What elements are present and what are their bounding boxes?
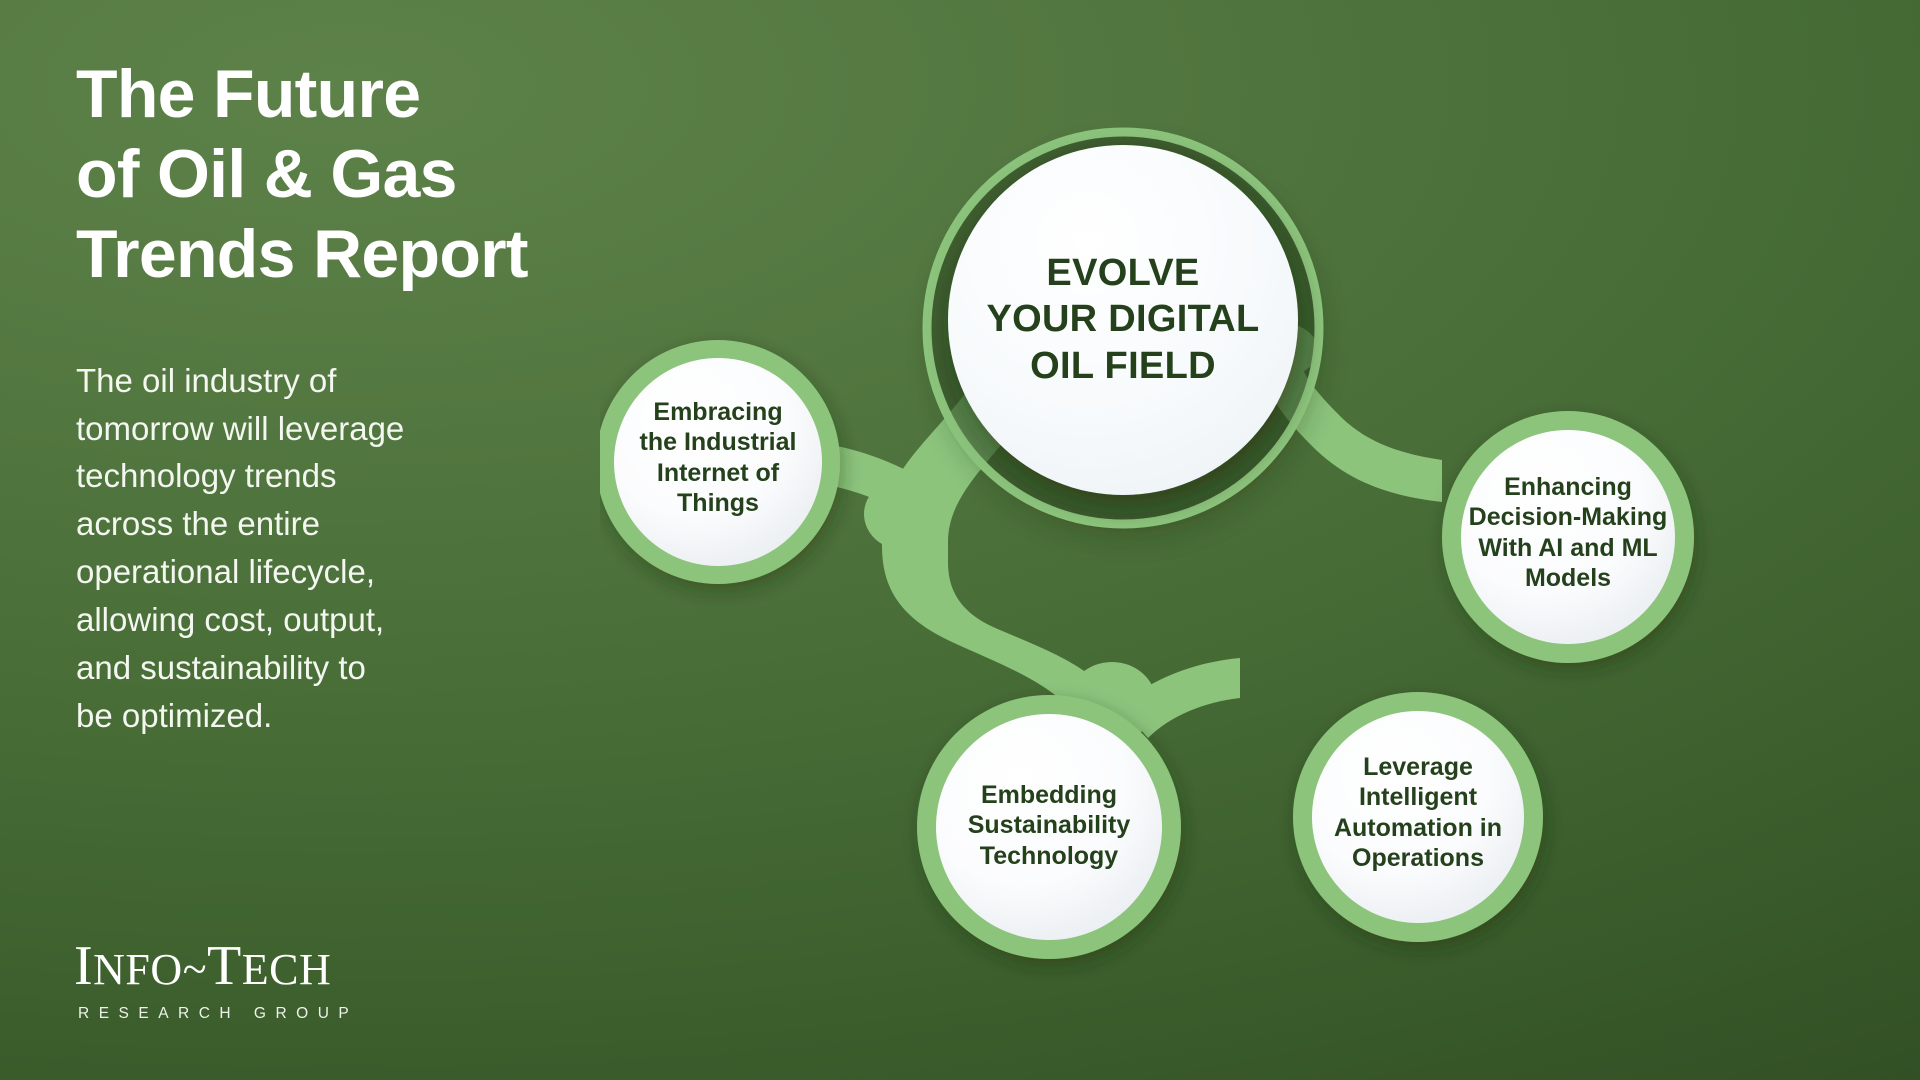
logo-letter-i: I <box>74 935 94 997</box>
iiot-circle <box>614 358 822 566</box>
logo-wordmark: INFO~TECH <box>74 938 394 994</box>
info-tech-logo: INFO~TECH RESEARCH GROUP <box>74 938 394 1023</box>
logo-tagline: RESEARCH GROUP <box>78 1005 359 1022</box>
logo-tilde: ~ <box>182 945 207 994</box>
aiml-circle <box>1461 430 1675 644</box>
center-node-outer-ring <box>922 127 1324 529</box>
satellite-node-automation[interactable] <box>1293 692 1543 942</box>
intro-paragraph: The oil industry of tomorrow will levera… <box>76 361 405 734</box>
logo-text-nfo: NFO <box>93 945 183 994</box>
diagram-container: EVOLVE YOUR DIGITAL OIL FIELD Embracing … <box>600 110 1920 1010</box>
center-node-circle <box>948 145 1298 495</box>
logo-text-ech: ECH <box>241 945 332 994</box>
satellite-node-iiot[interactable] <box>600 340 840 584</box>
automation-circle <box>1312 711 1524 923</box>
logo-letter-t: T <box>207 935 242 997</box>
connector-center-to-bottom <box>882 332 1133 810</box>
sustainability-circle <box>936 714 1162 940</box>
page-title: The Future of Oil & Gas Trends Report <box>76 56 529 293</box>
fillet-junction-left <box>864 478 944 550</box>
center-node[interactable] <box>922 127 1324 529</box>
satellite-node-sustainability[interactable] <box>917 695 1181 959</box>
text-column: The Future of Oil & Gas Trends Report Th… <box>76 54 676 739</box>
satellite-node-aiml[interactable] <box>1442 411 1694 663</box>
